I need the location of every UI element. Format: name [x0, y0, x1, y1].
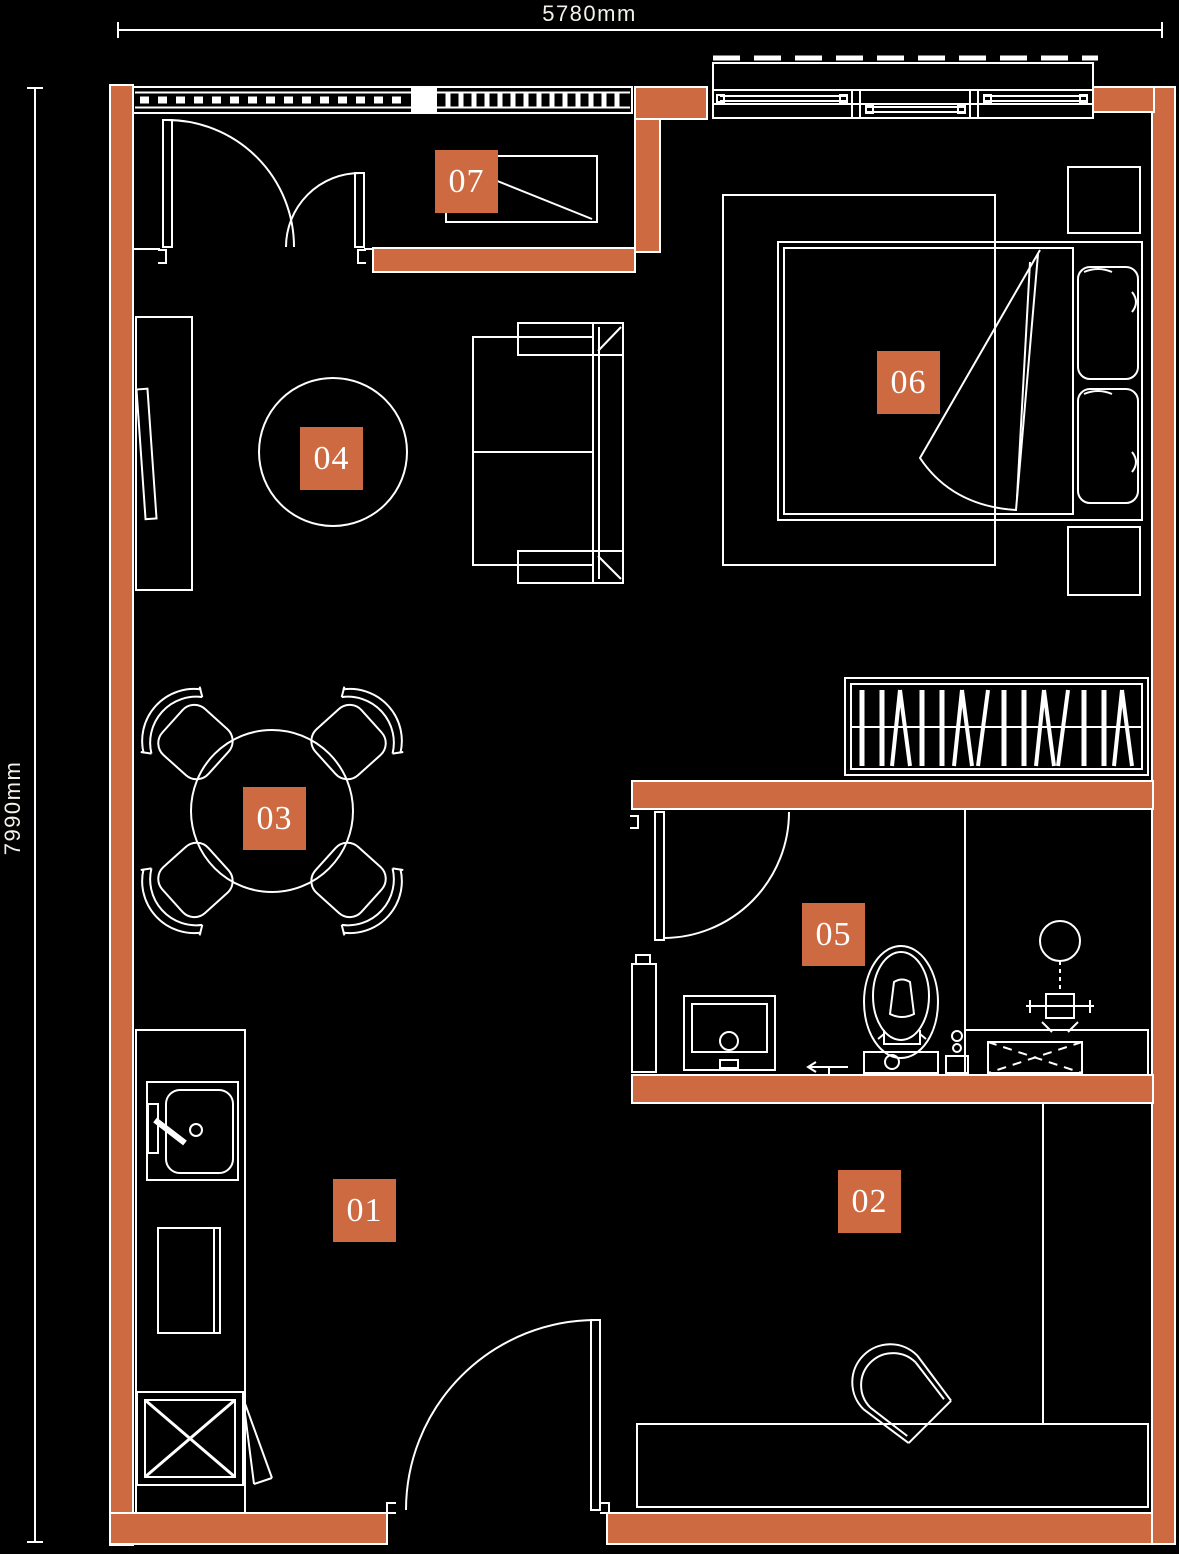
- dimension-width-label: 5780mm: [542, 1, 637, 26]
- wall-hall-horizontal: [372, 247, 636, 273]
- tv: [135, 387, 158, 521]
- bed-pillows: [1077, 266, 1139, 504]
- room-label-03: 03: [243, 787, 306, 850]
- desk-chair: [851, 1343, 952, 1444]
- wall-bathroom-bottom: [631, 1074, 1154, 1104]
- kitchen-counter: [135, 1029, 246, 1514]
- entry-closet: [133, 119, 598, 264]
- window-top-left: [132, 86, 633, 114]
- dining-chair: [125, 825, 249, 950]
- washing-machine: [136, 1391, 273, 1486]
- room-label-06: 06: [877, 351, 940, 414]
- nightstand-top: [1067, 166, 1141, 234]
- dining-table: [190, 729, 354, 893]
- floor-valve: [806, 1061, 848, 1075]
- entrance-door-leaf: [590, 1319, 601, 1511]
- dining-chair: [125, 672, 249, 797]
- bathroom-door-swing: [663, 811, 790, 939]
- wall-top-right: [1092, 86, 1155, 113]
- room-label-04: 04: [300, 427, 363, 490]
- wall-bottom-left: [109, 1512, 388, 1545]
- window-bedroom: [712, 55, 1098, 119]
- closet-door-leaf-left: [162, 119, 173, 248]
- entrance-door-swing: [405, 1319, 597, 1511]
- fridge: [157, 1227, 221, 1334]
- bathroom: [630, 810, 1149, 1076]
- dimension-height-label: 7990mm: [0, 760, 25, 856]
- room-label-02: 02: [838, 1170, 901, 1233]
- entrance-door: [386, 1319, 610, 1514]
- toilet-brush: [945, 1030, 969, 1074]
- bathroom-door-leaf: [654, 811, 665, 941]
- toilet: [863, 945, 939, 1074]
- bed-blanket: [918, 249, 1041, 512]
- kitchen-sink: [146, 1081, 239, 1181]
- kitchen: [135, 1029, 273, 1514]
- wall-top-pier: [634, 86, 708, 120]
- shower-tray: [987, 1041, 1083, 1074]
- walls: [109, 84, 1176, 1546]
- vanity: [631, 954, 776, 1073]
- nightstand-bottom: [1067, 526, 1141, 596]
- dining-set: [125, 672, 419, 950]
- room-label-01: 01: [333, 1179, 396, 1242]
- closet-door-swing-left: [166, 119, 295, 248]
- wardrobe: [844, 677, 1149, 776]
- wall-bathroom-top: [631, 780, 1154, 810]
- living-room: [135, 316, 624, 591]
- room-label-05: 05: [802, 903, 865, 966]
- round-rug: [258, 377, 408, 527]
- closet-door-leaf-right: [354, 172, 365, 248]
- wall-bottom-right: [606, 1512, 1176, 1545]
- bedroom: [722, 166, 1149, 776]
- bedroom-rug: [722, 194, 996, 566]
- study-nook: [636, 1103, 1149, 1508]
- bed-mattress: [783, 247, 1074, 515]
- closet-door-swing-right: [285, 172, 361, 248]
- tv-console: [135, 316, 193, 591]
- wall-left: [109, 84, 134, 1546]
- dining-chair: [295, 825, 419, 950]
- dimension-lines: [27, 22, 1163, 1543]
- shower: [964, 920, 1149, 1076]
- room-label-07: 07: [435, 150, 498, 213]
- wall-right: [1151, 86, 1176, 1545]
- desk: [636, 1423, 1149, 1508]
- sofa: [472, 322, 624, 584]
- bed-frame: [777, 241, 1143, 521]
- wall-hall-vertical: [634, 118, 661, 253]
- dining-chair: [295, 672, 419, 797]
